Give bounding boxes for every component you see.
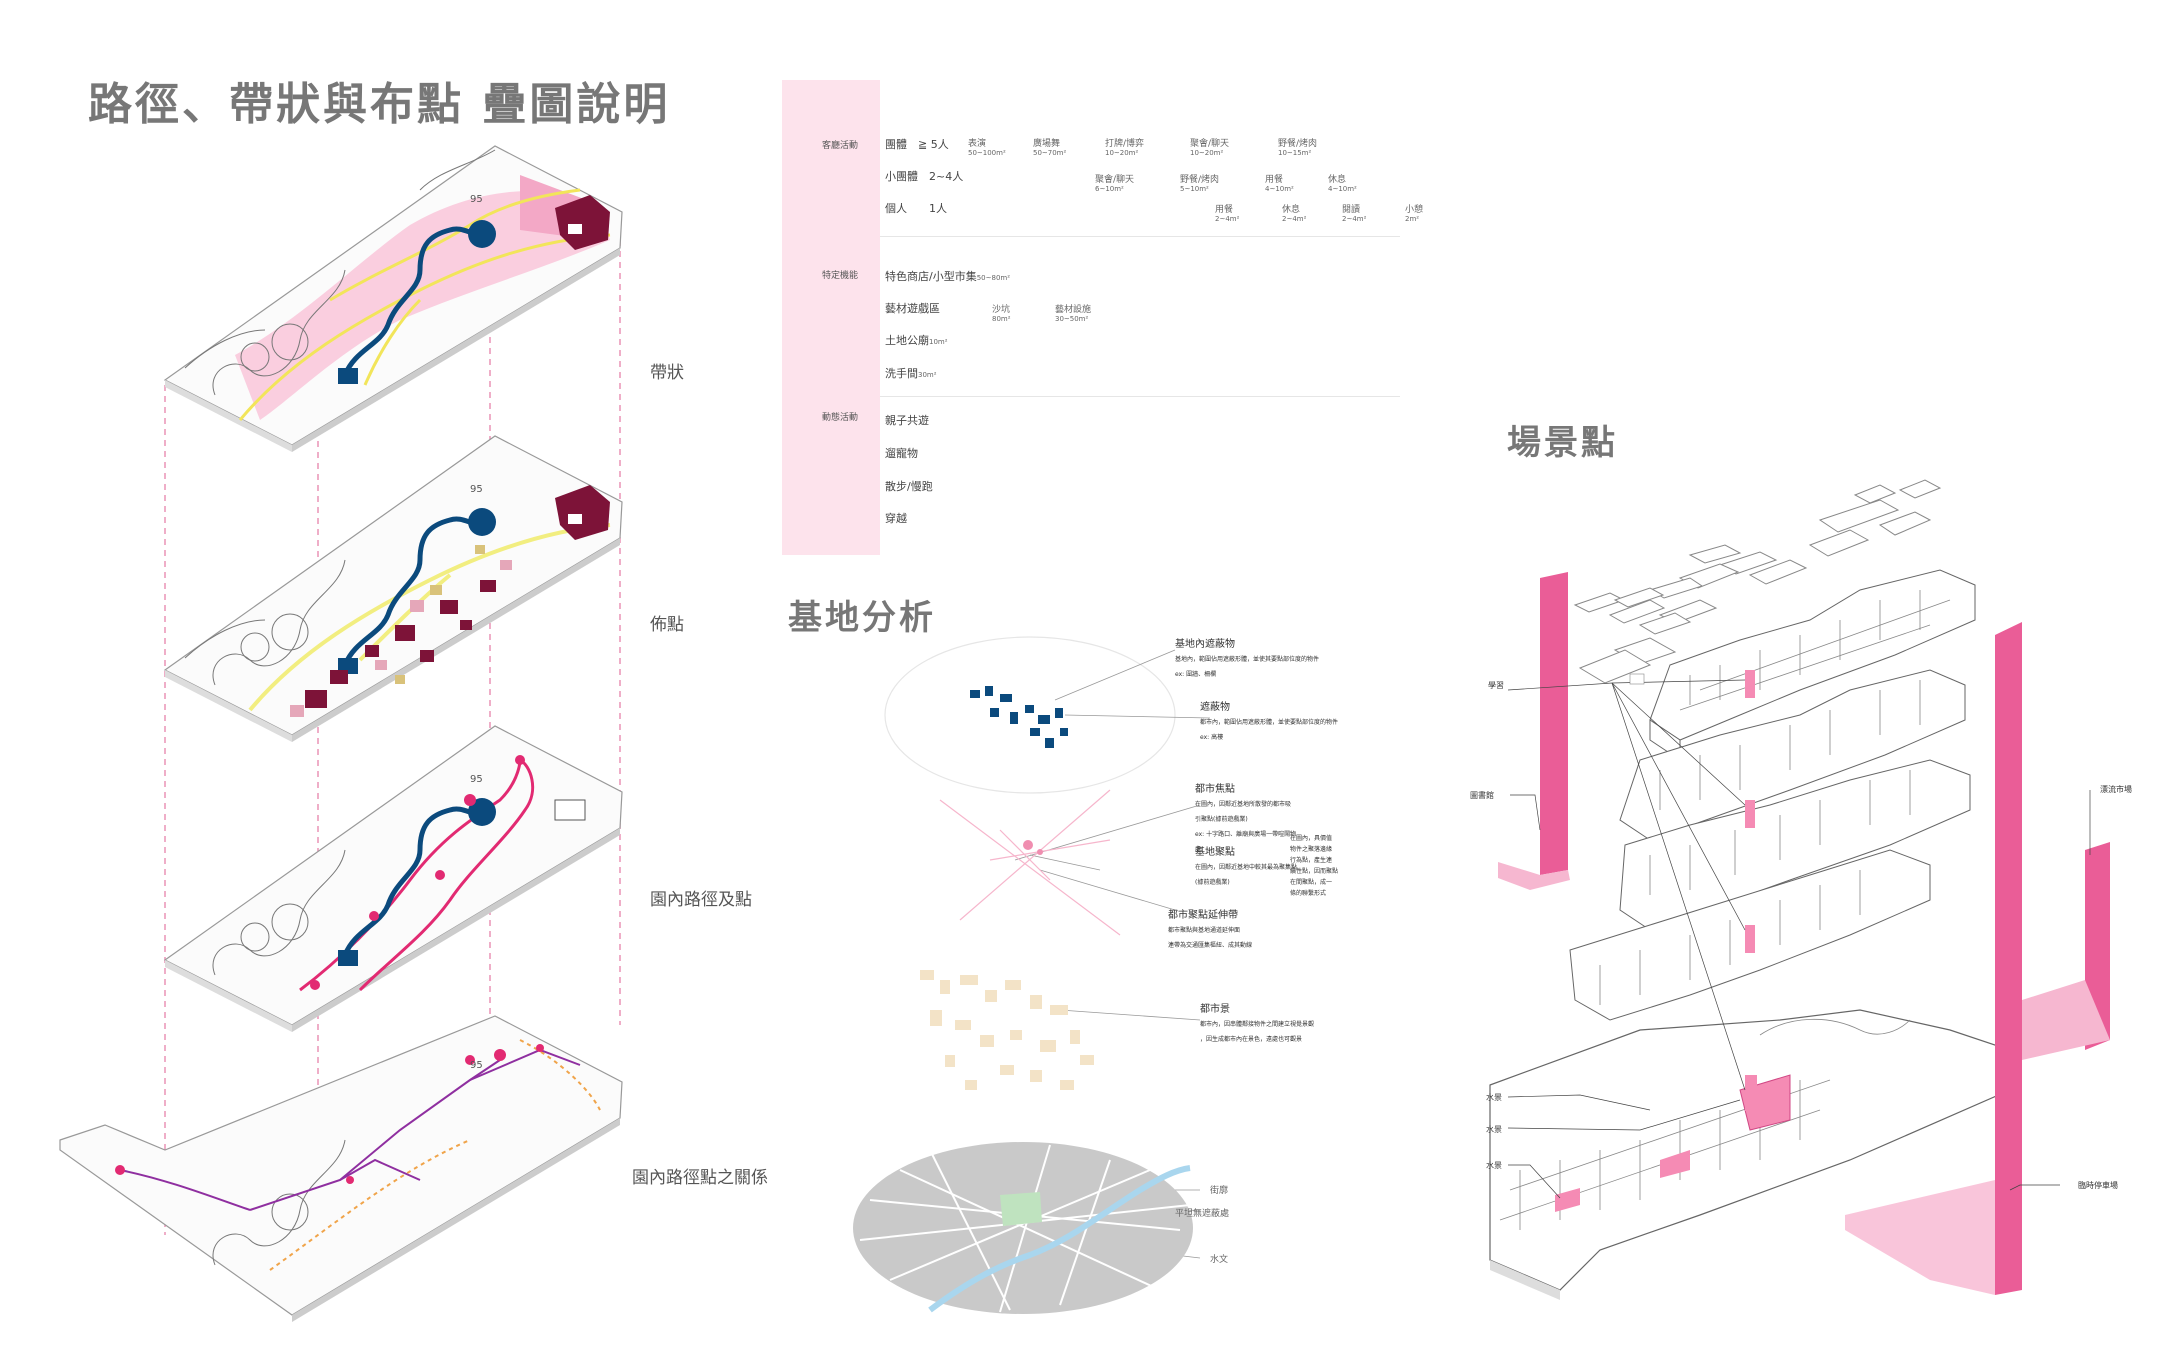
activity-name: 聚會/聊天	[1095, 175, 1135, 185]
scene-label-parking: 臨時停車場	[2078, 1181, 2118, 1190]
category-label: 動態活動	[822, 413, 859, 423]
activity-size: 80m²	[992, 315, 1011, 323]
table-divider	[880, 236, 1400, 237]
activity-size: 30~50m²	[1055, 315, 1089, 323]
activity-size: 10~20m²	[1190, 149, 1224, 157]
activity-name: 休息	[1328, 175, 1347, 185]
layer-2-points: 95	[163, 435, 623, 742]
activity-size: 10~15m²	[1278, 149, 1312, 157]
scene-label-learning: 學習	[1488, 681, 1504, 690]
site-note: 都市焦點 在圖內，因鄰近基地所散發的都市吸引聚點(據前遊戲業) ex: 十字路口…	[1195, 784, 1297, 853]
activity-size: 2~4m²	[1342, 215, 1367, 223]
activity-size: 2m²	[1405, 215, 1420, 223]
site-note: 都市景 都市內，因串體鄰接物件之間建立視覺景觀，因生成都市內在景色，遠處也可觀景	[1200, 1004, 1315, 1043]
map-label-water: 水文	[1210, 1255, 1229, 1265]
site-note: 都市聚點延伸帶 都市聚點與基地通道延伸面連帶為交通匯集樞紐、成其動線	[1168, 910, 1253, 949]
table-row-label: 穿越	[885, 512, 907, 525]
scene-label-water: 水景	[1486, 1125, 1502, 1134]
activity-name: 表演	[968, 139, 987, 149]
layer-label-paths: 園內路徑及點	[650, 890, 752, 910]
activity-size: 4~10m²	[1265, 185, 1294, 193]
activity-name: 小憩	[1405, 205, 1424, 215]
scene-points-title: 場景點	[1507, 423, 1618, 463]
activity-size: 5~10m²	[1180, 185, 1209, 193]
category-label: 特定機能	[822, 271, 859, 281]
table-row-label: 親子共遊	[885, 414, 929, 427]
layer-4-relationships: 95	[59, 1015, 623, 1322]
activity-category-band	[782, 80, 880, 555]
activity-size: 50~70m²	[1033, 149, 1067, 157]
activity-size: 4~10m²	[1328, 185, 1357, 193]
svg-text:95: 95	[470, 774, 483, 785]
table-row-label: 團體 ≧ 5人	[885, 138, 949, 151]
scene-label-market: 漂流市場	[2100, 785, 2132, 794]
activity-name: 閱讀	[1342, 205, 1361, 215]
activity-name: 藝材設施	[1055, 305, 1092, 315]
svg-text:95: 95	[470, 1060, 483, 1071]
table-row-label: 散步/慢跑	[885, 480, 933, 493]
scene-label-water: 水景	[1486, 1161, 1502, 1170]
layer-label-points: 佈點	[650, 615, 684, 635]
activity-name: 聚會/聊天	[1190, 139, 1230, 149]
overlay-title: 路徑、帶狀與布點 疊圖說明	[88, 79, 671, 130]
activity-name: 廣場舞	[1033, 139, 1061, 149]
svg-text:95: 95	[470, 484, 483, 495]
table-row-label: 個人 1人	[885, 202, 947, 215]
activity-name: 打牌/博弈	[1105, 139, 1145, 149]
table-row-label: 遛寵物	[885, 447, 918, 460]
row-size: 30m²	[918, 371, 937, 379]
layer-label-relations: 園內路徑點之關係	[632, 1168, 768, 1188]
layer-3-paths: 95	[163, 725, 623, 1032]
site-analysis-title: 基地分析	[788, 598, 936, 638]
table-row-label: 土地公廟10m²	[885, 334, 948, 347]
activity-name: 野餐/烤肉	[1180, 175, 1220, 185]
table-row-label: 洗手間30m²	[885, 367, 937, 380]
map-number: 95	[470, 194, 483, 205]
activity-size: 10~20m²	[1105, 149, 1139, 157]
activity-name: 野餐/烤肉	[1278, 139, 1318, 149]
map-label-open: 平坦無遮蔽處	[1175, 1209, 1230, 1219]
scene-label-water: 水景	[1486, 1093, 1502, 1102]
row-size: 10m²	[929, 338, 948, 346]
site-note: 基地聚點 在圖內，因鄰近基地中較其最為聚集點(據前遊戲業)	[1195, 847, 1298, 886]
activity-name: 用餐	[1215, 205, 1234, 215]
table-divider	[880, 396, 1400, 397]
layer-1-band: 95	[163, 145, 623, 452]
table-row-label: 藝材遊戲區	[885, 302, 940, 315]
table-row-label: 特色商店/小型市集50~80m²	[885, 270, 1011, 283]
category-label: 客廳活動	[822, 141, 859, 151]
map-label-blocks: 街廓	[1210, 1186, 1229, 1196]
table-row-label: 小團體 2~4人	[885, 170, 964, 183]
activity-size: 2~4m²	[1282, 215, 1307, 223]
activity-size: 6~10m²	[1095, 185, 1124, 193]
activity-size: 2~4m²	[1215, 215, 1240, 223]
activity-name: 用餐	[1265, 175, 1284, 185]
row-size: 50~80m²	[976, 274, 1011, 282]
activity-name: 沙坑	[992, 305, 1011, 315]
scene-label-library: 圖書館	[1470, 791, 1494, 800]
layer-label-band: 帶狀	[650, 363, 684, 383]
side-note: 在圖內，具價值物件之聚落邊緣 行為點，產生連續性點，因而聚點 在間聚點，成一條的…	[1290, 835, 1339, 897]
activity-size: 50~100m²	[968, 149, 1006, 157]
activity-name: 休息	[1282, 205, 1301, 215]
